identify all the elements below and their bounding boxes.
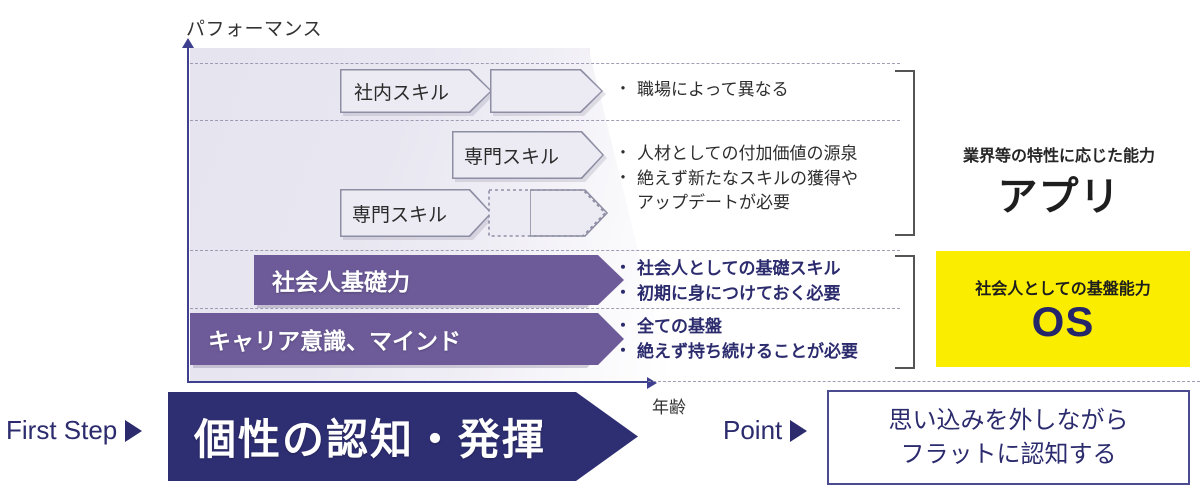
bullet-text: 絶えず新たなスキルの獲得や: [637, 168, 858, 188]
bullet-text: 人材としての付加価値の源泉: [637, 144, 858, 163]
caption-os-big: OS: [1031, 298, 1095, 345]
caption-os-small: 社会人としての基盤能力: [975, 281, 1151, 298]
chevron-label: 社会人基礎力: [272, 269, 410, 295]
point-label-group: Point: [723, 415, 808, 446]
bullets-internal-skill: ・ 職場によって異なる: [615, 78, 789, 103]
bullets-career-mindset: ・ 全ての基盤 ・ 絶えず持ち続けることが必要: [615, 315, 858, 364]
bullet-marker: ・: [615, 260, 632, 277]
point-callout-box: 思い込みを外しながら フラットに認知する: [827, 390, 1190, 485]
chevron-basic-business-skill[interactable]: 社会人基礎力: [254, 255, 624, 305]
list-item: ・ 全ての基盤: [615, 315, 858, 340]
bullet-marker: ・: [615, 284, 632, 302]
first-step-label: First Step: [6, 415, 118, 445]
x-axis-label: 年齢: [652, 398, 686, 417]
chevron-specialist-skill-lower[interactable]: 専門スキル: [340, 189, 492, 237]
first-step-label-group: First Step: [6, 415, 143, 446]
bullet-text: 初期に身につけておく必要: [637, 283, 841, 303]
bullet-text: 職場によって異なる: [637, 80, 789, 99]
x-axis-line: [187, 381, 649, 383]
chevron-career-mindset[interactable]: キャリア意識、マインド: [190, 313, 624, 365]
y-axis-line: [187, 46, 189, 383]
y-axis-arrow-icon: [182, 38, 194, 48]
bracket-os: [895, 255, 915, 369]
caption-os-box: 社会人としての基盤能力 OS: [936, 251, 1190, 367]
first-step-arrow-banner[interactable]: 個性の認知・発揮: [168, 392, 638, 481]
bullet-marker: ・: [615, 342, 632, 360]
point-label: Point: [723, 415, 783, 445]
chevron-ghost-outline: [530, 189, 608, 237]
list-item: ・ 初期に身につけておく必要: [615, 282, 841, 307]
caption-app-small: 業界等の特性に応じた能力: [962, 148, 1155, 165]
chevron-label: 社内スキル: [354, 82, 450, 104]
x-axis-arrow-icon: [647, 377, 657, 389]
bullets-specialist-skill: ・ 人材としての付加価値の源泉 ・ 絶えず新たなスキルの獲得や アップデートが必…: [615, 142, 858, 216]
bullet-text: アップデートが必要: [637, 193, 790, 213]
chevron-internal-skill[interactable]: 社内スキル: [340, 69, 492, 113]
level-separator: [190, 120, 900, 121]
chevron-fill: [340, 69, 492, 113]
chevron-internal-skill-extension[interactable]: [490, 69, 603, 113]
bullet-text: 絶えず持ち続けることが必要: [637, 341, 858, 361]
list-item-continuation: アップデートが必要: [615, 191, 858, 216]
level-separator: [190, 308, 900, 309]
list-item: ・ 絶えず新たなスキルの獲得や: [615, 167, 858, 192]
chevron-fill: [340, 189, 492, 237]
first-step-arrow-label: 個性の認知・発揮: [194, 416, 547, 463]
bracket-app: [895, 70, 915, 236]
bullet-marker: ・: [615, 169, 632, 187]
play-triangle-icon: [125, 419, 143, 442]
point-box-line: 思い込みを外しながら: [888, 407, 1129, 435]
bullet-text: 全ての基盤: [637, 317, 722, 336]
chevron-fill: [490, 69, 603, 113]
caption-app: 業界等の特性に応じた能力 アプリ: [930, 142, 1188, 222]
list-item: ・ 社会人としての基礎スキル: [615, 257, 841, 282]
level-separator: [190, 63, 900, 64]
bullet-marker: ・: [615, 81, 632, 98]
chevron-fill: [452, 131, 604, 179]
bullets-basic-business-skill: ・ 社会人としての基礎スキル ・ 初期に身につけておく必要: [615, 257, 841, 306]
chevron-label: キャリア意識、マインド: [208, 328, 461, 354]
level-separator: [648, 381, 1200, 382]
chevron-label: 専門スキル: [464, 146, 560, 168]
y-axis-label: パフォーマンス: [186, 19, 323, 40]
bullet-marker: ・: [615, 145, 632, 162]
chevron-specialist-skill-upper[interactable]: 専門スキル: [452, 131, 604, 179]
bullet-marker: ・: [615, 318, 632, 335]
list-item: ・ 人材としての付加価値の源泉: [615, 142, 858, 167]
bullet-text: 社会人としての基礎スキル: [637, 259, 841, 278]
play-triangle-icon: [790, 419, 808, 442]
chevron-label: 専門スキル: [352, 204, 448, 226]
level-separator: [190, 250, 900, 251]
list-item: ・ 職場によって異なる: [615, 78, 789, 103]
caption-app-big: アプリ: [997, 175, 1121, 219]
list-item: ・ 絶えず持ち続けることが必要: [615, 340, 858, 365]
point-box-line: フラットに認知する: [900, 440, 1117, 468]
